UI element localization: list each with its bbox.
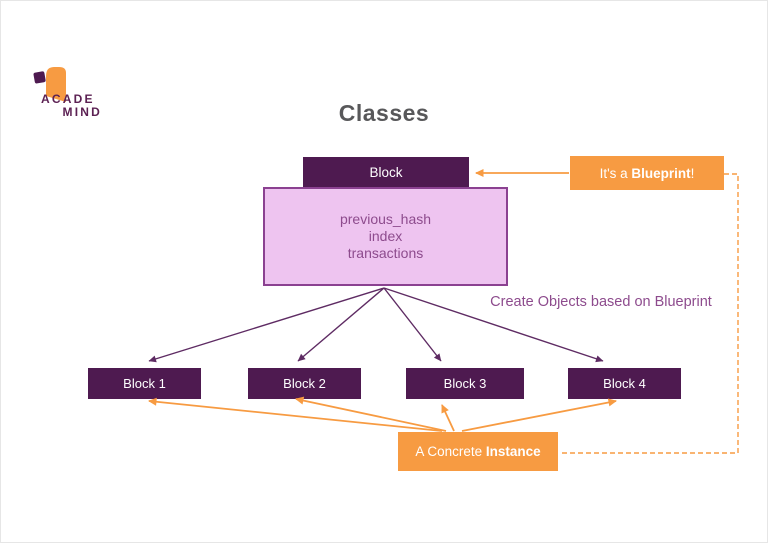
attribute-index: index bbox=[368, 228, 403, 244]
instance-note-bold: Instance bbox=[485, 444, 541, 459]
instance-block-2-label: Block 2 bbox=[283, 376, 326, 391]
blueprint-note-prefix: It's a bbox=[599, 165, 632, 181]
instance-block-1-label: Block 1 bbox=[123, 376, 166, 391]
arrow-class-to-block3 bbox=[383, 287, 442, 362]
arrow-instance-to-block3 bbox=[441, 404, 455, 432]
instance-note-box: A Concrete Instance bbox=[398, 432, 558, 471]
attribute-transactions: transactions bbox=[347, 245, 424, 261]
blueprint-note-bold: Blueprint bbox=[631, 165, 691, 181]
instance-block-4-label: Block 4 bbox=[603, 376, 646, 391]
instance-block-2: Block 2 bbox=[248, 368, 361, 399]
create-objects-annotation: Create Objects based on Blueprint bbox=[490, 294, 712, 310]
page-title: Classes bbox=[338, 100, 430, 126]
dashed-connector-blueprint-instance bbox=[561, 173, 739, 454]
instance-note-prefix: A Concrete bbox=[415, 444, 486, 459]
blueprint-note-box: It's a Blueprint! bbox=[570, 156, 724, 190]
arrow-instance-to-block1 bbox=[148, 397, 443, 432]
attribute-previous-hash: previous_hash bbox=[339, 211, 432, 227]
instance-block-4: Block 4 bbox=[568, 368, 681, 399]
class-name-label: Block bbox=[369, 164, 403, 180]
arrow-class-to-block1 bbox=[148, 287, 385, 363]
arrow-instance-to-block2 bbox=[295, 396, 447, 432]
ribbon-logo-icon bbox=[33, 67, 66, 102]
instance-block-1: Block 1 bbox=[88, 368, 201, 399]
class-name-box: Block bbox=[303, 157, 469, 187]
class-attributes-box: previous_hash index transactions bbox=[263, 187, 508, 286]
logo-text-acade: ACADE bbox=[41, 92, 95, 106]
instance-block-3: Block 3 bbox=[406, 368, 524, 399]
academind-logo: ACADE MIND bbox=[29, 65, 129, 125]
logo-text-mind: MIND bbox=[62, 105, 102, 119]
blueprint-note-suffix: ! bbox=[690, 165, 695, 181]
arrow-class-to-block2 bbox=[297, 287, 385, 362]
arrow-instance-to-block4 bbox=[461, 398, 617, 432]
instance-block-3-label: Block 3 bbox=[443, 376, 487, 391]
